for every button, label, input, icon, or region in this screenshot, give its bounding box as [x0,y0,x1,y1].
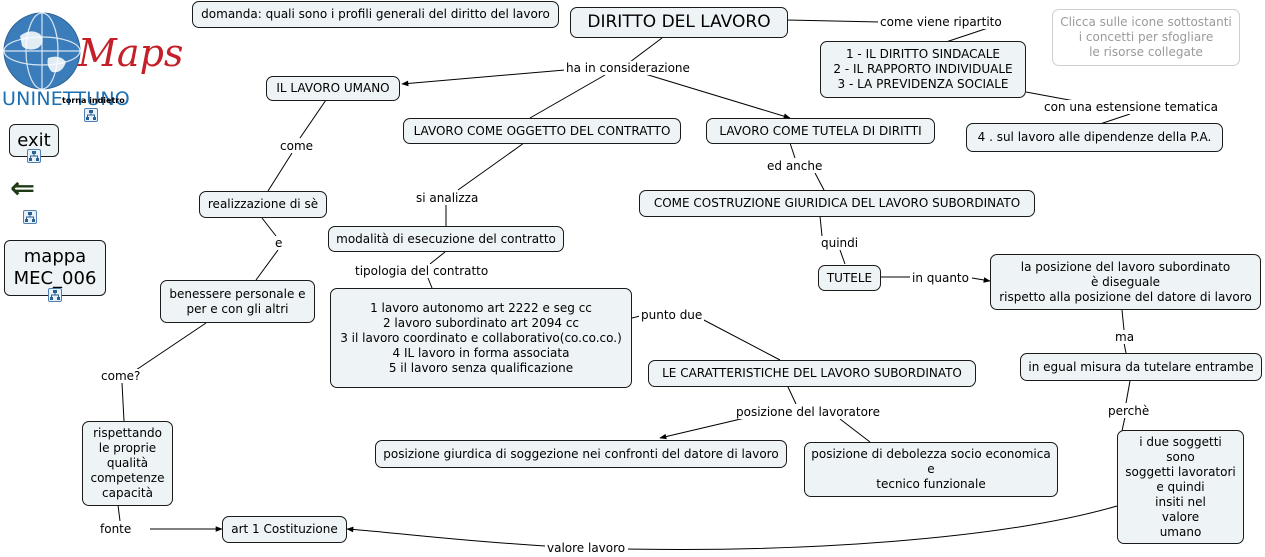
link-costruzione-quindi [819,215,823,237]
concept-tutela[interactable]: LAVORO COME TUTELA DI DIRITTI [706,118,935,144]
link-label-come-q: come? [99,369,143,383]
link-poslav-soggezione [659,417,746,440]
map-id-box[interactable]: mappa MEC_006 [4,240,106,296]
concept-tipologie[interactable]: 1 lavoro autonomo art 2222 e seg cc 2 la… [330,288,632,388]
link-edanche-costruzione [814,172,825,191]
link-realizzazione-e [261,217,277,237]
back-link[interactable]: torna indietro [62,96,125,105]
concept-debolezza[interactable]: posizione di debolezza socio economica e… [804,442,1058,497]
link-label-come: come [278,139,316,153]
link-considerazione-tutela [644,73,791,119]
maps-logo-text: Maps [78,31,184,75]
concept-rispettando[interactable]: rispettando le proprie qualità competenz… [82,421,173,506]
link-label-punto-due: punto due [639,308,705,322]
link-label-in-quanto: in quanto [910,271,971,285]
link-label-fonte: fonte [98,522,134,536]
concept-title[interactable]: DIRITTO DEL LAVORO [570,7,788,38]
link-label-considerazione: ha in considerazione [564,61,692,75]
map-id-label: mappa MEC_006 [13,246,97,289]
link-label-quindi: quindi [819,236,861,250]
link-label-valore-lavoro: valore lavoro [545,541,628,555]
link-inquanto-posizione [971,277,991,283]
brand-logo-text: UNINETTUNO [2,88,130,110]
link-egual-perche [1125,380,1131,404]
link-puntodue-caratteristiche [699,317,781,361]
resources-icon[interactable] [27,149,41,163]
link-tipologie-puntodue [631,315,641,319]
link-rispettando-fonte [117,504,121,522]
link-benessere-comeq [135,322,207,371]
link-poslav-debolezza [839,418,871,443]
exit-label: exit [17,130,51,151]
resources-icon[interactable] [84,108,98,122]
link-title-ripartito [786,19,881,23]
link-umano-come [299,99,327,139]
link-oggetto-sianalizza [457,142,525,191]
link-caratteristiche-poslav [787,386,797,405]
link-label-si-analizza: si analizza [414,191,481,205]
back-arrow-icon[interactable]: ⇐ [10,171,36,206]
link-come-realizzazione [267,152,293,192]
link-tipologia-tipologie [427,277,433,289]
question-box[interactable]: domanda: quali sono i profili generali d… [192,1,559,28]
link-title-considerazione [629,37,663,63]
link-quindi-tutele [839,249,846,265]
link-soggetti-valore [627,505,1118,550]
concept-tutele[interactable]: TUTELE [818,265,881,291]
concept-pa[interactable]: 4 . sul lavoro alle dipendenze della P.A… [966,123,1223,152]
link-posizione-ma [1121,309,1125,331]
link-ma-egual [1123,342,1127,354]
resources-icon[interactable] [23,210,37,224]
link-e-benessere [255,249,279,281]
link-estensione-pa [1099,113,1131,125]
link-comeq-rispettando [121,382,125,422]
concept-oggetto[interactable]: LAVORO COME OGGETTO DEL CONTRATTO [403,118,681,144]
link-modalita-tipologia [429,251,446,265]
link-tutela-edanche [789,142,796,159]
concept-modalita[interactable]: modalità di esecuzione del contratto [328,226,564,252]
concept-posizione-subordinato[interactable]: la posizione del lavoro subordinato è di… [990,254,1261,310]
link-considerazione-lavoro-umano [401,69,566,87]
concept-costruzione[interactable]: COME COSTRUZIONE GIURIDICA DEL LAVORO SU… [639,190,1035,217]
link-label-ed-anche: ed anche [765,159,825,173]
exit-button[interactable]: exit [9,124,59,157]
concept-benessere[interactable]: benessere personale e per e con gli altr… [160,280,315,323]
concept-egual-misura[interactable]: in egual misura da tutelare entrambe [1020,353,1262,381]
link-label-posizione-lavoratore: posizione del lavoratore [734,405,882,419]
concept-realizzazione[interactable]: realizzazione di sè [199,191,327,218]
link-label-perche: perchè [1106,404,1152,418]
link-label-tipologia: tipologia del contratto [353,264,491,278]
link-perche-soggetti [1121,416,1126,432]
link-label-estensione: con una estensione tematica [1042,100,1220,114]
link-valore-costituzione [346,526,546,547]
link-label-ripartito: come viene ripartito [878,15,1004,29]
hint-box: Clicca sulle icone sottostanti i concett… [1052,9,1240,66]
link-label-e: e [273,236,285,250]
concept-soggezione[interactable]: posizione giurdica di soggezione nei con… [375,440,787,468]
globe-icon [3,12,81,90]
link-considerazione-oggetto [529,74,606,119]
resources-icon[interactable] [48,288,62,302]
link-label-ma: ma [1113,330,1137,344]
concept-due-soggetti[interactable]: i due soggetti sono soggetti lavoratori … [1117,430,1244,544]
concept-caratteristiche[interactable]: LE CARATTERISTICHE DEL LAVORO SUBORDINAT… [648,360,976,387]
concept-lavoro-umano[interactable]: IL LAVORO UMANO [266,76,400,101]
concept-costituzione[interactable]: art 1 Costituzione [222,516,347,543]
concept-ripartizione[interactable]: 1 - IL DIRITTO SINDACALE 2 - IL RAPPORTO… [820,41,1026,98]
